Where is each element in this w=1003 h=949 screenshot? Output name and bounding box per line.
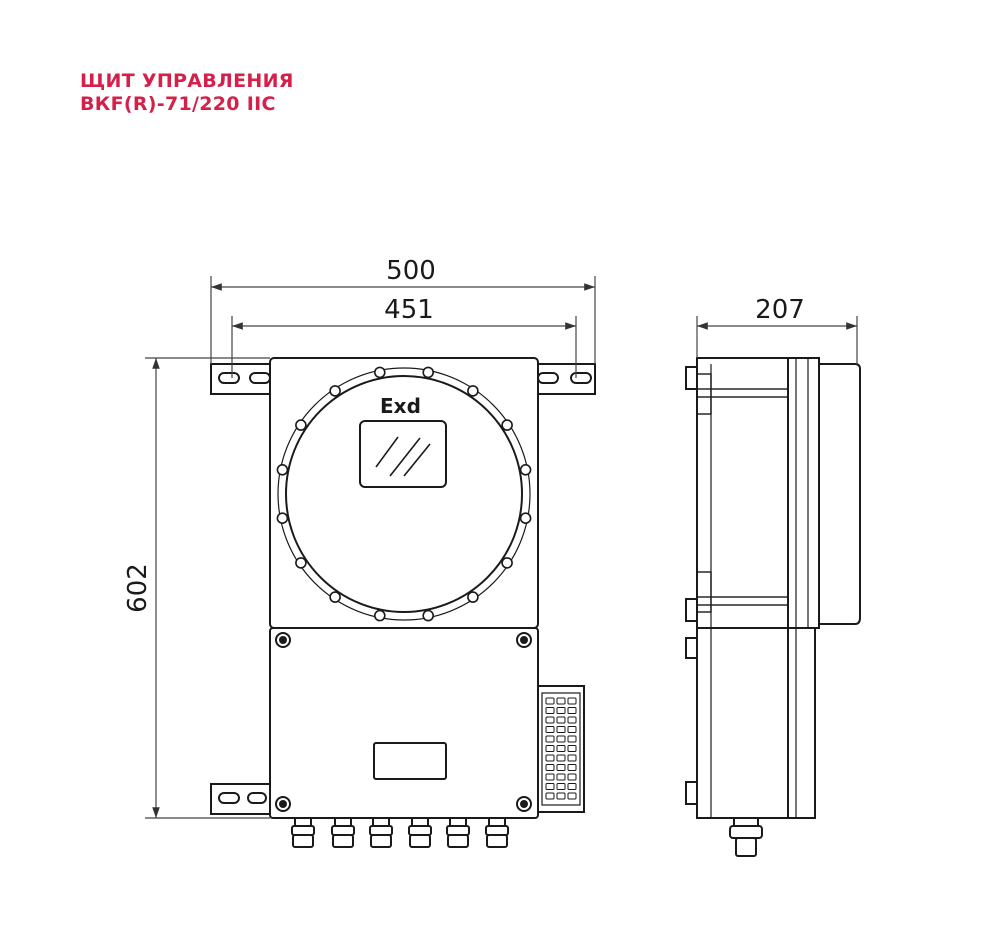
- cover-bolt: [276, 512, 289, 525]
- control-keypad-panel: [537, 685, 585, 813]
- viewing-window: [359, 420, 447, 488]
- cover-bolt: [295, 419, 307, 431]
- keypad-key: [545, 726, 555, 733]
- product-title: ЩИТ УПРАВЛЕНИЯ: [80, 70, 294, 92]
- keypad-key: [567, 726, 577, 733]
- cable-gland: [446, 817, 470, 848]
- cover-bolt: [422, 609, 435, 622]
- keypad-key: [567, 754, 577, 762]
- cover-bolt: [467, 385, 479, 397]
- cover-bolt: [329, 591, 341, 603]
- keypad-keys: [545, 697, 577, 800]
- keypad-key: [556, 754, 566, 762]
- keypad-key: [556, 716, 566, 724]
- dimension-207: 207: [755, 295, 805, 325]
- side-view: [685, 357, 861, 857]
- cover-bolt: [373, 609, 386, 622]
- keypad-key: [556, 707, 566, 714]
- cover-bolt: [501, 419, 513, 431]
- corner-bolts: [275, 632, 532, 812]
- cable-gland: [485, 817, 509, 848]
- keypad-key: [556, 764, 566, 771]
- keypad-key: [567, 697, 577, 705]
- cable-glands: [291, 817, 509, 848]
- keypad-key: [567, 745, 577, 752]
- keypad-key: [545, 735, 555, 743]
- cover-bolt: [519, 512, 532, 525]
- keypad-key: [545, 783, 555, 790]
- keypad-key: [545, 792, 555, 800]
- keypad-key: [556, 792, 566, 800]
- side-cable-gland: [729, 817, 763, 857]
- keypad-key: [567, 764, 577, 771]
- keypad-key: [567, 716, 577, 724]
- exd-marking: Exd: [380, 394, 421, 418]
- cable-gland: [291, 817, 315, 848]
- nameplate: [373, 742, 447, 780]
- keypad-key: [545, 773, 555, 781]
- cover-bolts: [276, 366, 532, 622]
- round-cover: [285, 375, 523, 613]
- keypad-key: [556, 735, 566, 743]
- keypad-key: [556, 697, 566, 705]
- keypad-key: [545, 697, 555, 705]
- keypad-key: [556, 773, 566, 781]
- cover-bolt: [276, 463, 289, 476]
- cover-bolt: [329, 385, 341, 397]
- upper-flameproof-enclosure: [269, 357, 539, 629]
- cover-bolt: [467, 591, 479, 603]
- keypad-key: [545, 764, 555, 771]
- side-rail-brackets: [685, 366, 698, 805]
- keypad-key: [556, 783, 566, 790]
- front-view: [210, 357, 596, 848]
- dimension-451: 451: [384, 295, 434, 325]
- cover-bolt: [501, 557, 513, 569]
- keypad-key: [545, 754, 555, 762]
- lower-terminal-enclosure: [269, 627, 539, 819]
- product-model: ВКF(R)-71/220 IIC: [80, 93, 276, 115]
- keypad-key: [567, 735, 577, 743]
- dimension-500: 500: [386, 256, 436, 286]
- cover-bolt: [295, 557, 307, 569]
- cover-bolt: [373, 366, 386, 379]
- cover-bolt: [422, 366, 435, 379]
- keypad-key: [545, 707, 555, 714]
- cable-gland: [331, 817, 355, 848]
- keypad-key: [556, 745, 566, 752]
- bottom-mounting-rail: [210, 783, 272, 815]
- title-block: ЩИТ УПРАВЛЕНИЯ ВКF(R)-71/220 IIC: [80, 70, 294, 116]
- cable-gland: [369, 817, 393, 848]
- dimension-602: 602: [123, 563, 153, 613]
- keypad-key: [567, 783, 577, 790]
- keypad-key: [556, 726, 566, 733]
- keypad-key: [545, 716, 555, 724]
- cable-gland: [408, 817, 432, 848]
- keypad-key: [545, 745, 555, 752]
- dimension-lines: [145, 276, 858, 819]
- keypad-key: [567, 773, 577, 781]
- keypad-key: [567, 792, 577, 800]
- cover-bolt: [519, 463, 532, 476]
- keypad-key: [567, 707, 577, 714]
